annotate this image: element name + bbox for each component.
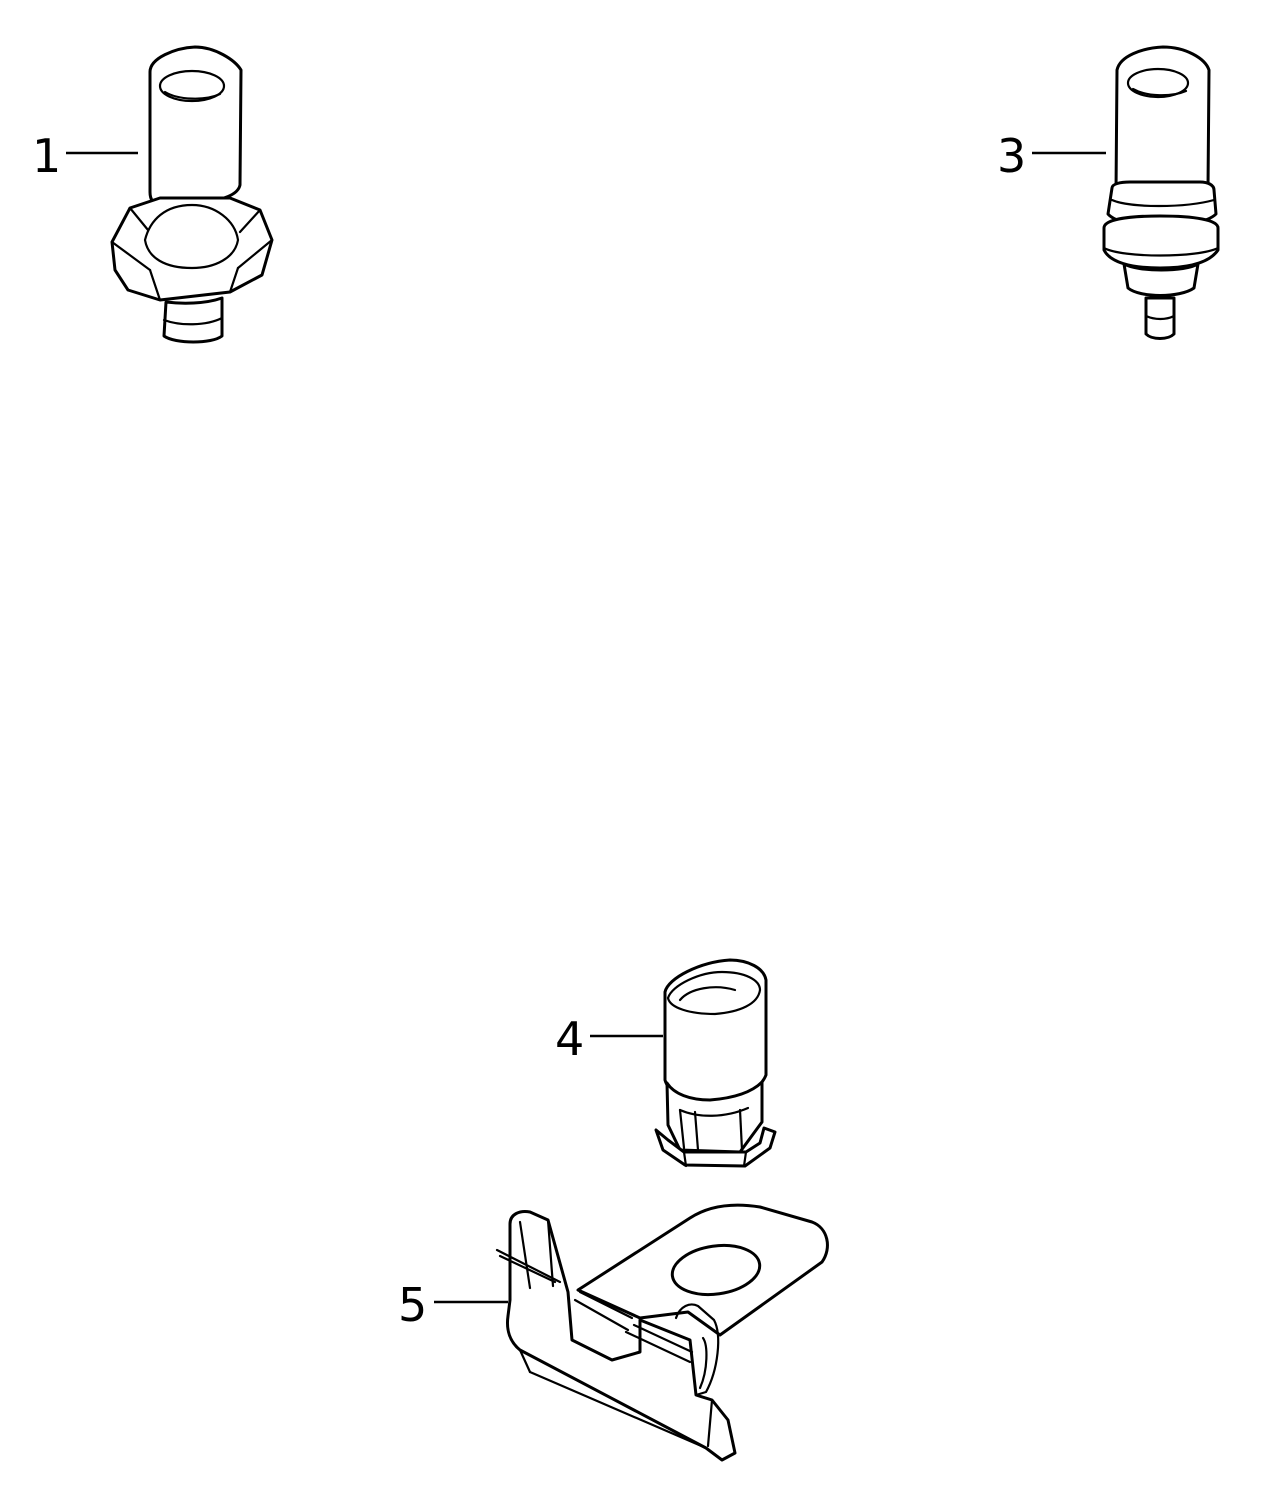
callout-3: 3 (997, 129, 1106, 183)
part-3-temperature-sensor (1102, 45, 1220, 340)
callout-label-4: 4 (555, 1012, 584, 1066)
callout-5: 5 (398, 1278, 508, 1332)
part-5-mounting-bracket (495, 1203, 829, 1462)
callout-label-5: 5 (398, 1278, 427, 1332)
part-1-pressure-switch (110, 45, 274, 344)
callout-4: 4 (555, 1012, 663, 1066)
callout-label-3: 3 (997, 129, 1026, 183)
callout-1: 1 (32, 129, 138, 183)
part-4-connector-housing (654, 958, 777, 1168)
callout-label-1: 1 (32, 129, 61, 183)
